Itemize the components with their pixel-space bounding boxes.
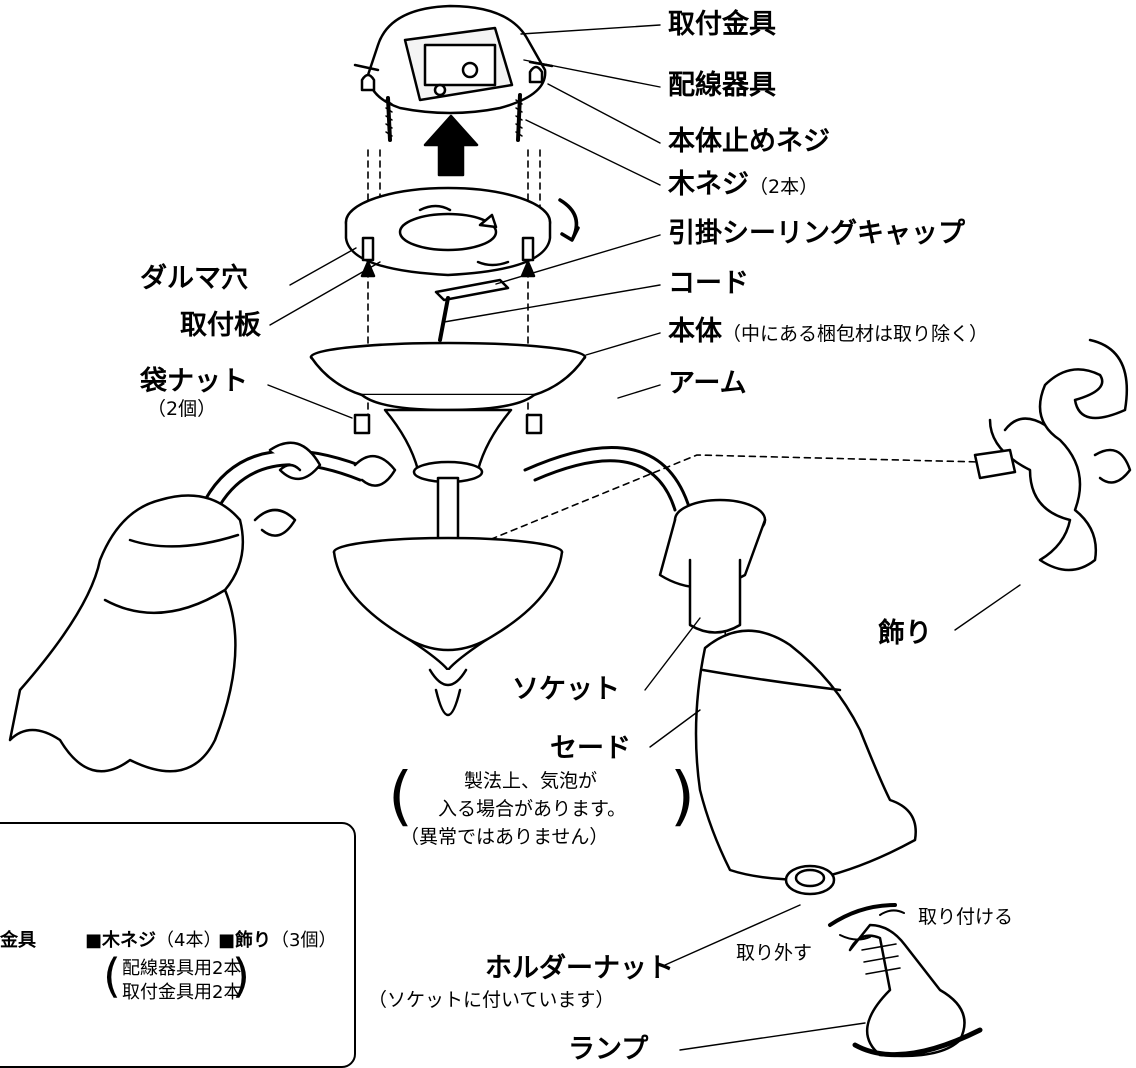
mount-bracket-drawing	[353, 4, 554, 115]
label-cap-nut-note: （2個）	[147, 398, 217, 420]
label-wiring-fixture: 配線器具	[668, 70, 776, 101]
parts-item2-open-paren: (	[103, 949, 121, 1003]
hook-cap-drawing	[434, 278, 510, 302]
parts-item2-group: ■木ネジ（4本）	[85, 932, 221, 950]
label-socket: ソケット	[512, 674, 620, 705]
label-body-group: 本体（中にある梱包材は取り除く）	[668, 318, 988, 345]
label-ornament: 飾り	[878, 618, 932, 649]
parts-item3-group: ■飾り（3個）	[218, 932, 336, 950]
label-lamp: ランプ	[568, 1034, 649, 1065]
label-mount-bracket: 取付金具	[668, 9, 776, 40]
included-parts-box	[0, 822, 356, 1068]
label-cord: コード	[668, 268, 749, 299]
label-wood-screw-note: （2本）	[749, 176, 819, 198]
label-shade-note-1: 製法上、気泡が	[464, 770, 598, 792]
body-drawing	[309, 341, 587, 542]
holder-nut-drawing	[784, 864, 836, 896]
leader-lines	[267, 24, 1021, 1051]
label-body-note: （中にある梱包材は取り除く）	[722, 323, 989, 345]
label-arm: アーム	[668, 368, 747, 399]
shade-note-close-paren: )	[670, 760, 695, 834]
parts-item2-sub-2: 取付金具用2本	[122, 982, 242, 1003]
lower-bowl-drawing	[332, 536, 564, 716]
parts-item3-note: （3個）	[271, 930, 337, 951]
shade-note-open-paren: (	[388, 760, 413, 834]
label-attach: 取り付ける	[918, 906, 1014, 928]
label-body: 本体	[668, 316, 722, 347]
label-detach: 取り外す	[736, 942, 813, 964]
parts-item2-close-paren: )	[232, 949, 250, 1003]
label-shade: セード	[550, 733, 631, 764]
cap-nut-right	[525, 413, 543, 435]
label-holder-nut-note: （ソケットに付いています）	[368, 989, 615, 1011]
wood-screws-drawing	[385, 93, 523, 142]
parts-item2-label: ■木ネジ	[85, 930, 157, 951]
cord-drawing	[438, 296, 450, 342]
rotate-arrow-icon	[558, 198, 580, 242]
parts-item2-note: （4本）	[156, 930, 222, 951]
lamp-drawing	[848, 923, 983, 1058]
left-shade-drawing	[8, 494, 245, 773]
label-hook-cap: 引掛シーリングキャップ	[668, 218, 965, 249]
parts-item1-label: 金具	[0, 930, 36, 951]
center-ornaments	[253, 441, 397, 537]
label-cap-nut: 袋ナット	[140, 366, 248, 397]
up-arrow-icon	[423, 114, 479, 177]
right-ornament-drawing	[973, 338, 1132, 572]
label-body-screw: 本体止めネジ	[668, 126, 830, 157]
parts-item2-sub-1: 配線器具用2本	[122, 958, 242, 979]
socket-drawing	[658, 498, 767, 634]
right-shade-drawing	[694, 629, 917, 882]
arm-drawing	[203, 446, 692, 512]
label-holder-nut: ホルダーナット	[485, 953, 674, 984]
label-shade-note-3: （異常ではありません）	[400, 826, 609, 848]
mount-plate-drawing	[344, 186, 552, 277]
label-wood-screw-group: 木ネジ（2本）	[668, 171, 818, 198]
label-shade-note-2: 入る場合があります。	[438, 798, 627, 820]
label-daruma-hole: ダルマ穴	[140, 263, 248, 294]
cap-nut-left	[353, 413, 371, 435]
parts-item3-label: ■飾り	[218, 930, 272, 951]
label-wood-screw: 木ネジ	[668, 169, 749, 200]
label-mount-plate: 取付板	[180, 310, 261, 341]
